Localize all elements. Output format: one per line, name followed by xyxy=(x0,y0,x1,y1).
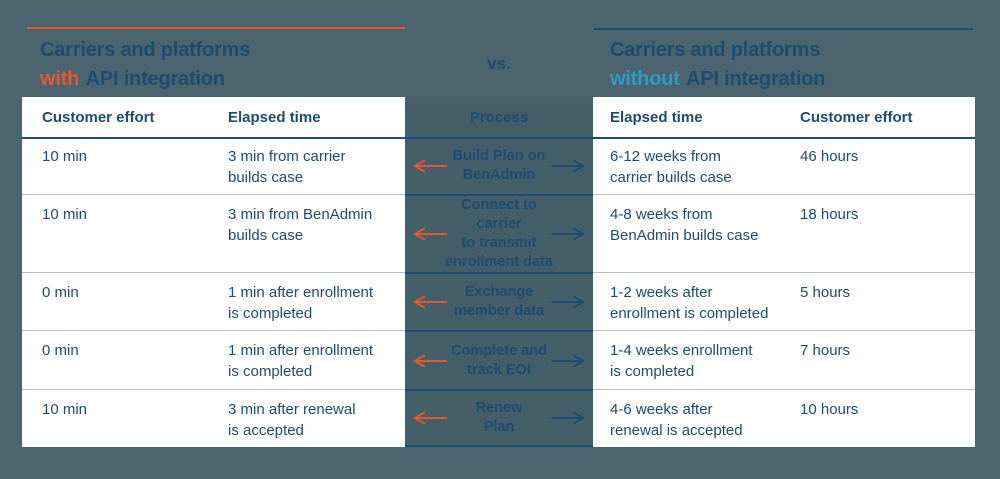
left-arrow-icon xyxy=(413,411,447,425)
table-row: 4-8 weeks from BenAdmin builds case 18 h… xyxy=(593,194,975,272)
process-row: Build Plan on BenAdmin xyxy=(405,137,593,194)
customer-effort-value: 10 min xyxy=(42,401,88,418)
right-title-line1: Carriers and platforms xyxy=(610,39,821,61)
column-header-elapsed-time: Elapsed time xyxy=(610,108,703,126)
table-row: 10 min 3 min after renewal is accepted xyxy=(22,389,405,447)
customer-effort-value: 5 hours xyxy=(800,284,851,301)
process-label: Exchange member data xyxy=(453,284,545,319)
right-title-suffix: API integration xyxy=(686,68,826,90)
process-row: Renew Plan xyxy=(405,389,593,447)
customer-effort-value: 10 min xyxy=(42,148,88,165)
right-arrow-icon xyxy=(551,159,585,172)
process-row: Connect to carrier to transmit enrollmen… xyxy=(405,194,593,272)
table-row: 10 min 3 min from BenAdmin builds case xyxy=(22,194,405,272)
process-row: Complete and track EOI xyxy=(405,330,593,389)
table-row: 4-6 weeks after renewal is accepted 10 h… xyxy=(593,389,975,447)
right-arrow-icon xyxy=(551,227,585,241)
right-title-accent: without xyxy=(610,68,680,90)
left-title-accent: with xyxy=(40,68,80,90)
elapsed-time-value: 1 min after enrollment is completed xyxy=(228,342,374,380)
left-arrow-icon xyxy=(413,295,447,309)
process-label: Renew Plan xyxy=(475,400,523,435)
column-header-customer-effort: Customer effort xyxy=(42,108,155,126)
left-accent-line xyxy=(27,27,405,29)
with-api-table-header: Customer effort Elapsed time xyxy=(22,97,405,137)
process-row: Exchange member data xyxy=(405,272,593,330)
customer-effort-value: 46 hours xyxy=(800,148,859,165)
with-api-table: Customer effort Elapsed time 10 min 3 mi… xyxy=(22,97,405,447)
elapsed-time-value: 3 min from BenAdmin builds case xyxy=(228,206,373,244)
customer-effort-value: 0 min xyxy=(42,284,79,301)
elapsed-time-value: 3 min from carrier builds case xyxy=(228,148,346,186)
without-api-table: Elapsed time Customer effort 6-12 weeks … xyxy=(593,97,975,447)
customer-effort-value: 0 min xyxy=(42,342,79,359)
process-column-header: Process xyxy=(405,97,593,137)
customer-effort-value: 10 hours xyxy=(800,401,859,418)
header-divider-line xyxy=(22,137,975,139)
elapsed-time-value: 3 min after renewal is accepted xyxy=(228,401,356,439)
right-arrow-icon xyxy=(551,411,585,425)
customer-effort-value: 7 hours xyxy=(800,342,851,359)
table-row: 1-4 weeks enrollment is completed 7 hour… xyxy=(593,330,975,389)
column-header-customer-effort: Customer effort xyxy=(800,108,913,126)
elapsed-time-value: 1 min after enrollment is completed xyxy=(228,284,374,322)
table-row: 0 min 1 min after enrollment is complete… xyxy=(22,272,405,330)
without-api-table-header: Elapsed time Customer effort xyxy=(593,97,975,137)
table-row: 1-2 weeks after enrollment is completed … xyxy=(593,272,975,330)
left-arrow-icon xyxy=(413,227,447,241)
process-column: Process Build Plan on BenAdmin Connect t… xyxy=(405,97,593,447)
process-label: Complete and track EOI xyxy=(451,342,547,378)
elapsed-time-value: 6-12 weeks from carrier builds case xyxy=(610,148,732,186)
column-header-process: Process xyxy=(469,108,529,126)
table-row: 0 min 1 min after enrollment is complete… xyxy=(22,330,405,389)
elapsed-time-value: 1-4 weeks enrollment is completed xyxy=(610,342,753,380)
customer-effort-value: 10 min xyxy=(42,206,88,223)
left-title-suffix: API integration xyxy=(85,68,225,90)
right-panel-title: Carriers and platforms without API integr… xyxy=(610,36,826,94)
left-arrow-icon xyxy=(413,354,447,367)
right-arrow-icon xyxy=(551,295,585,309)
elapsed-time-value: 4-8 weeks from BenAdmin builds case xyxy=(610,206,759,244)
left-arrow-icon xyxy=(413,159,447,172)
elapsed-time-value: 4-6 weeks after renewal is accepted xyxy=(610,401,743,439)
vs-label: vs. xyxy=(487,54,511,73)
column-header-elapsed-time: Elapsed time xyxy=(228,108,321,126)
left-title-line1: Carriers and platforms xyxy=(40,39,251,61)
customer-effort-value: 18 hours xyxy=(800,206,859,223)
process-label: Connect to carrier to transmit enrollmen… xyxy=(445,197,553,270)
right-arrow-icon xyxy=(551,354,585,367)
elapsed-time-value: 1-2 weeks after enrollment is completed xyxy=(610,284,769,322)
table-row: 6-12 weeks from carrier builds case 46 h… xyxy=(593,137,975,194)
right-accent-line xyxy=(594,28,973,30)
process-label: Build Plan on BenAdmin xyxy=(452,147,546,183)
table-row: 10 min 3 min from carrier builds case xyxy=(22,137,405,194)
